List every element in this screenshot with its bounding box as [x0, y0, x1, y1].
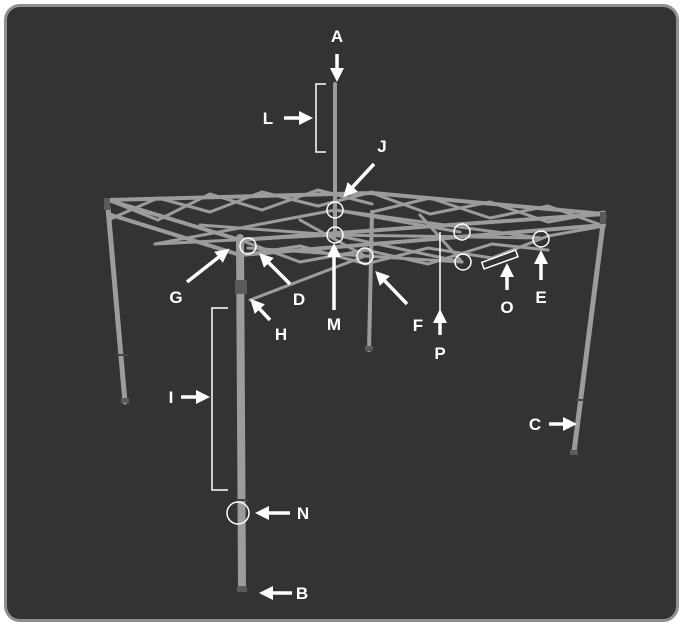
leg-sleeve-marks	[117, 355, 585, 500]
label-f: F	[413, 316, 423, 335]
label-h: H	[275, 325, 287, 344]
arrow-j	[348, 164, 374, 192]
arrow-g	[187, 253, 224, 282]
label-a: A	[331, 27, 343, 46]
label-i: I	[169, 388, 174, 407]
bracket-i	[212, 308, 228, 490]
arrow-f	[380, 276, 407, 304]
leg-joints	[104, 198, 606, 592]
arrow-h	[255, 304, 270, 320]
label-g: G	[169, 288, 182, 307]
arrow-d	[264, 258, 290, 284]
leg-back-left	[108, 208, 125, 402]
label-j: J	[377, 137, 386, 156]
label-n: N	[297, 504, 309, 523]
outer-frame-edges	[108, 193, 604, 255]
label-e: E	[535, 288, 546, 307]
label-b: B	[296, 584, 308, 603]
rect-o-brace	[482, 250, 518, 269]
bracket-l	[316, 84, 326, 152]
label-m: M	[327, 315, 341, 334]
leg-right	[574, 216, 604, 452]
tent-frame	[104, 84, 606, 592]
label-l: L	[263, 109, 273, 128]
label-p: P	[434, 344, 445, 363]
label-d: D	[293, 290, 305, 309]
label-c: C	[529, 415, 541, 434]
label-o: O	[500, 298, 513, 317]
callout-labels: A B C D E F G H I J L M N O P	[169, 27, 547, 603]
